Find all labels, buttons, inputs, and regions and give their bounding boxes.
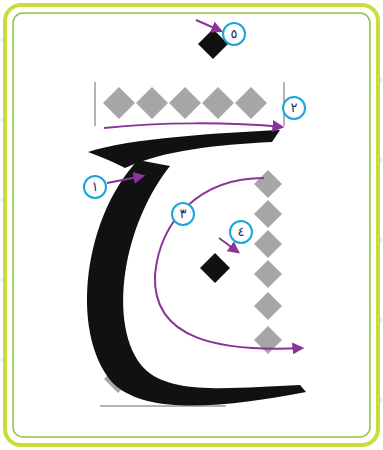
callout-number: ٢ bbox=[282, 96, 306, 120]
callout-number: ١ bbox=[83, 175, 107, 199]
stroke-arrows bbox=[104, 20, 302, 349]
callout-number: ٥ bbox=[222, 22, 246, 46]
callout-number: ٣ bbox=[171, 202, 195, 226]
outer-frame bbox=[5, 5, 378, 445]
callout-number: ٤ bbox=[229, 220, 253, 244]
inner-frame bbox=[13, 13, 370, 437]
letter-kha bbox=[87, 29, 306, 406]
